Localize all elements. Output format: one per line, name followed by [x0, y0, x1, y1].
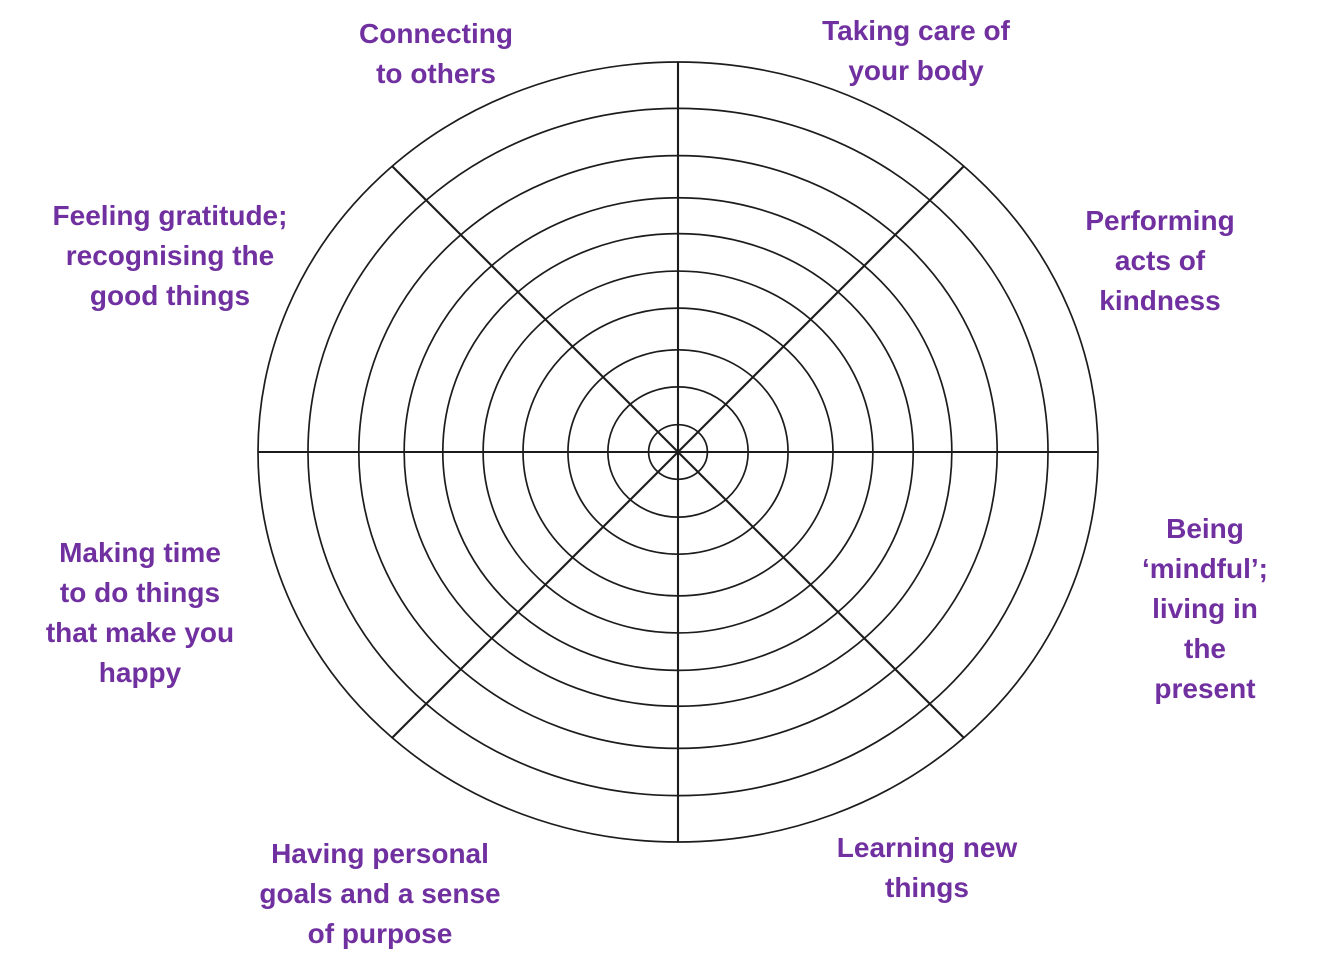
wheel-spoke — [391, 451, 679, 739]
wheel-spoke — [677, 451, 965, 739]
label-taking-care-of-your-body: Taking care of your body — [822, 15, 1010, 86]
label-connecting-to-others: Connecting to others — [359, 18, 513, 89]
label-having-personal-goals: Having personal goals and a sense of pur… — [259, 838, 501, 949]
label-performing-acts-of-kindness: Performing acts of kindness — [1085, 205, 1235, 316]
label-learning-new-things: Learning new things — [836, 832, 1018, 903]
label-feeling-gratitude: Feeling gratitude; recognising the good … — [52, 200, 288, 311]
wheel-spoke — [391, 165, 679, 453]
label-making-time-happy: Making time to do things that make you h… — [45, 537, 235, 688]
wheel-spoke — [677, 165, 965, 453]
label-being-mindful: Being ‘mindful’; living in the present — [1142, 513, 1268, 704]
